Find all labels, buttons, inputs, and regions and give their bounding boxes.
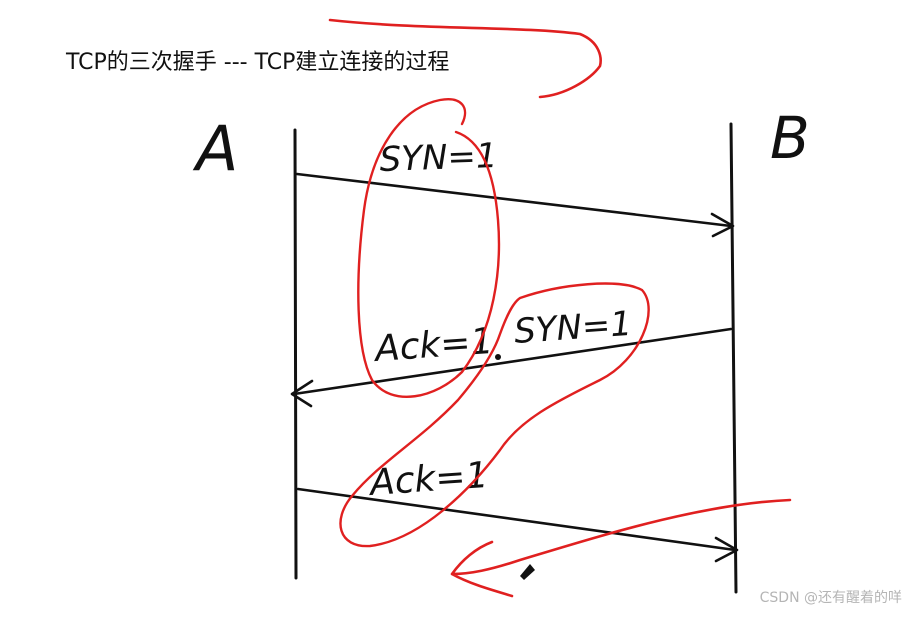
message-2-syn-label: SYN=1 xyxy=(513,304,633,352)
node-b-label: B xyxy=(770,104,810,172)
lifeline-a xyxy=(293,128,298,580)
annotation-loop-syn xyxy=(357,98,501,398)
message-2-arrow xyxy=(290,327,733,408)
node-a-label: A xyxy=(192,112,238,185)
annotation-loop-ack-syn xyxy=(339,282,650,548)
separator-dot xyxy=(495,354,501,360)
message-3-arrow xyxy=(296,487,739,563)
annotation-swoosh-bottom xyxy=(450,498,792,598)
message-2-ack-label: Ack=1 xyxy=(372,321,495,370)
pen-cursor-icon xyxy=(520,564,535,580)
watermark: CSDN @还有醒着的咩 xyxy=(759,590,902,606)
diagram-title: TCP的三次握手 --- TCP建立连接的过程 xyxy=(66,50,450,75)
lifeline-b xyxy=(729,122,738,594)
annotation-swoosh-top xyxy=(328,18,602,99)
message-1-label: SYN=1 xyxy=(379,136,498,180)
